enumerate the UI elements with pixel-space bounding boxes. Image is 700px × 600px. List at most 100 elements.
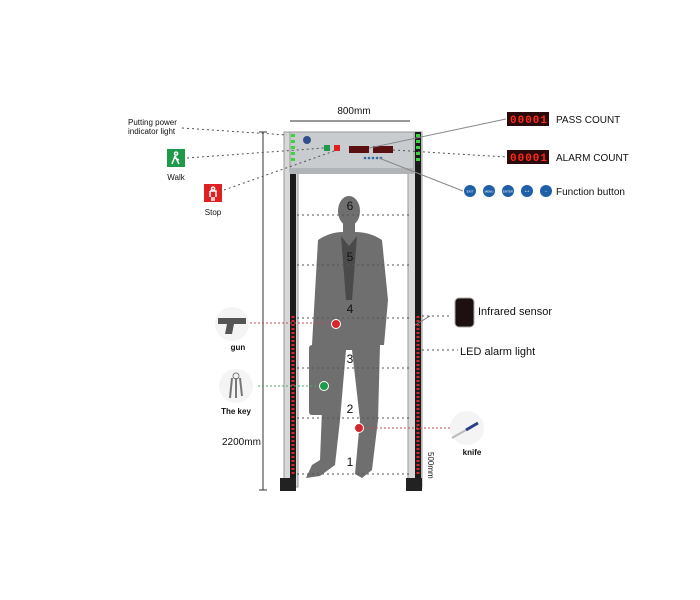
alarm-count-display [507,150,549,164]
exit-button [464,185,476,197]
pass-count-display-small [349,146,369,153]
led-segment [291,344,295,346]
led-segment [291,396,295,398]
led-segment [291,448,295,450]
power-indicator-label: Putting power [128,118,177,127]
led-segment [291,392,295,394]
led-segment [416,452,420,454]
infrared-sensor-label: Infrared sensor [478,306,552,318]
led-segment [291,452,295,454]
stop-label: Stop [205,208,222,217]
gun-image [215,307,249,341]
led-segment [291,444,295,446]
led-segment [416,320,420,322]
led-segment [291,456,295,458]
zone-6-label: 6 [347,199,354,213]
led-segment [416,456,420,458]
led-segment [416,468,420,470]
led-segment [291,384,295,386]
led-segment [291,332,295,334]
led-segment [291,400,295,402]
led-segment [291,388,295,390]
led-segment [291,340,295,342]
led-segment [291,436,295,438]
function-button-label: Function button [556,187,625,198]
zone-2-label: 2 [347,402,354,416]
knife-image [450,411,484,445]
zone-4-label: 4 [347,302,354,316]
key-label: The key [221,407,251,416]
power-indicator-leds [291,134,420,161]
zone-5-label: 5 [347,250,354,264]
led-segment [416,344,420,346]
led-segment [291,428,295,430]
led-alarm-light-label: LED alarm light [460,346,535,358]
led-segment [416,436,420,438]
led-segment [416,336,420,338]
height-dimension-label: 2200mm [222,437,261,448]
zone-1-label: 1 [347,455,354,469]
led-segment [291,320,295,322]
increase-button [521,185,533,197]
led-segment [416,432,420,434]
left-pillar [280,131,299,491]
menu-button [483,185,495,197]
led-segment [416,412,420,414]
zone-3-label: 3 [347,352,354,366]
led-segment [291,376,295,378]
led-segment [291,352,295,354]
width-dimension-label: 800mm [337,106,370,117]
led-segment [291,324,295,326]
alarm-count-value: 00001 [510,153,548,165]
led-segment [291,416,295,418]
led-segment [416,472,420,474]
led-segment [416,444,420,446]
led-segment [416,424,420,426]
knife-label: knife [463,448,482,457]
alarm-count-display-small [373,146,393,153]
led-alarm-strips [291,316,420,474]
led-segment [416,360,420,362]
header-panel [289,131,415,174]
led-segment [291,404,295,406]
svg-text:++: ++ [525,189,530,194]
detection-zones: 6 5 4 3 2 1 [297,199,409,475]
gun-icon [218,318,246,334]
led-segment [291,460,295,462]
led-segment [291,468,295,470]
led-segment [291,424,295,426]
led-segment [416,328,420,330]
stop-icon [204,184,222,202]
led-segment [291,464,295,466]
decrease-button [540,185,552,197]
led-segment [416,324,420,326]
led-segment [416,372,420,374]
gun-label: gun [231,343,246,352]
infrared-sensor-icon [454,297,475,328]
led-segment [416,400,420,402]
key-icon [229,377,243,399]
led-segment [291,356,295,358]
svg-text:MENU: MENU [485,190,494,194]
led-segment [291,412,295,414]
walk-label: Walk [167,173,185,182]
stop-indicator-light [334,145,340,151]
knife-detection-marker [354,423,364,433]
led-segment [416,348,420,350]
led-segment [416,356,420,358]
led-segment [291,432,295,434]
led-segment [416,416,420,418]
right-pillar [406,131,423,491]
led-segment [291,472,295,474]
led-segment [416,392,420,394]
led-segment [291,408,295,410]
led-segment [416,396,420,398]
svg-text:ENTER: ENTER [503,190,514,194]
led-segment [291,348,295,350]
led-segment [291,360,295,362]
enter-button [502,185,514,197]
led-segment [291,336,295,338]
led-segment [416,332,420,334]
key-detection-marker [319,381,329,391]
